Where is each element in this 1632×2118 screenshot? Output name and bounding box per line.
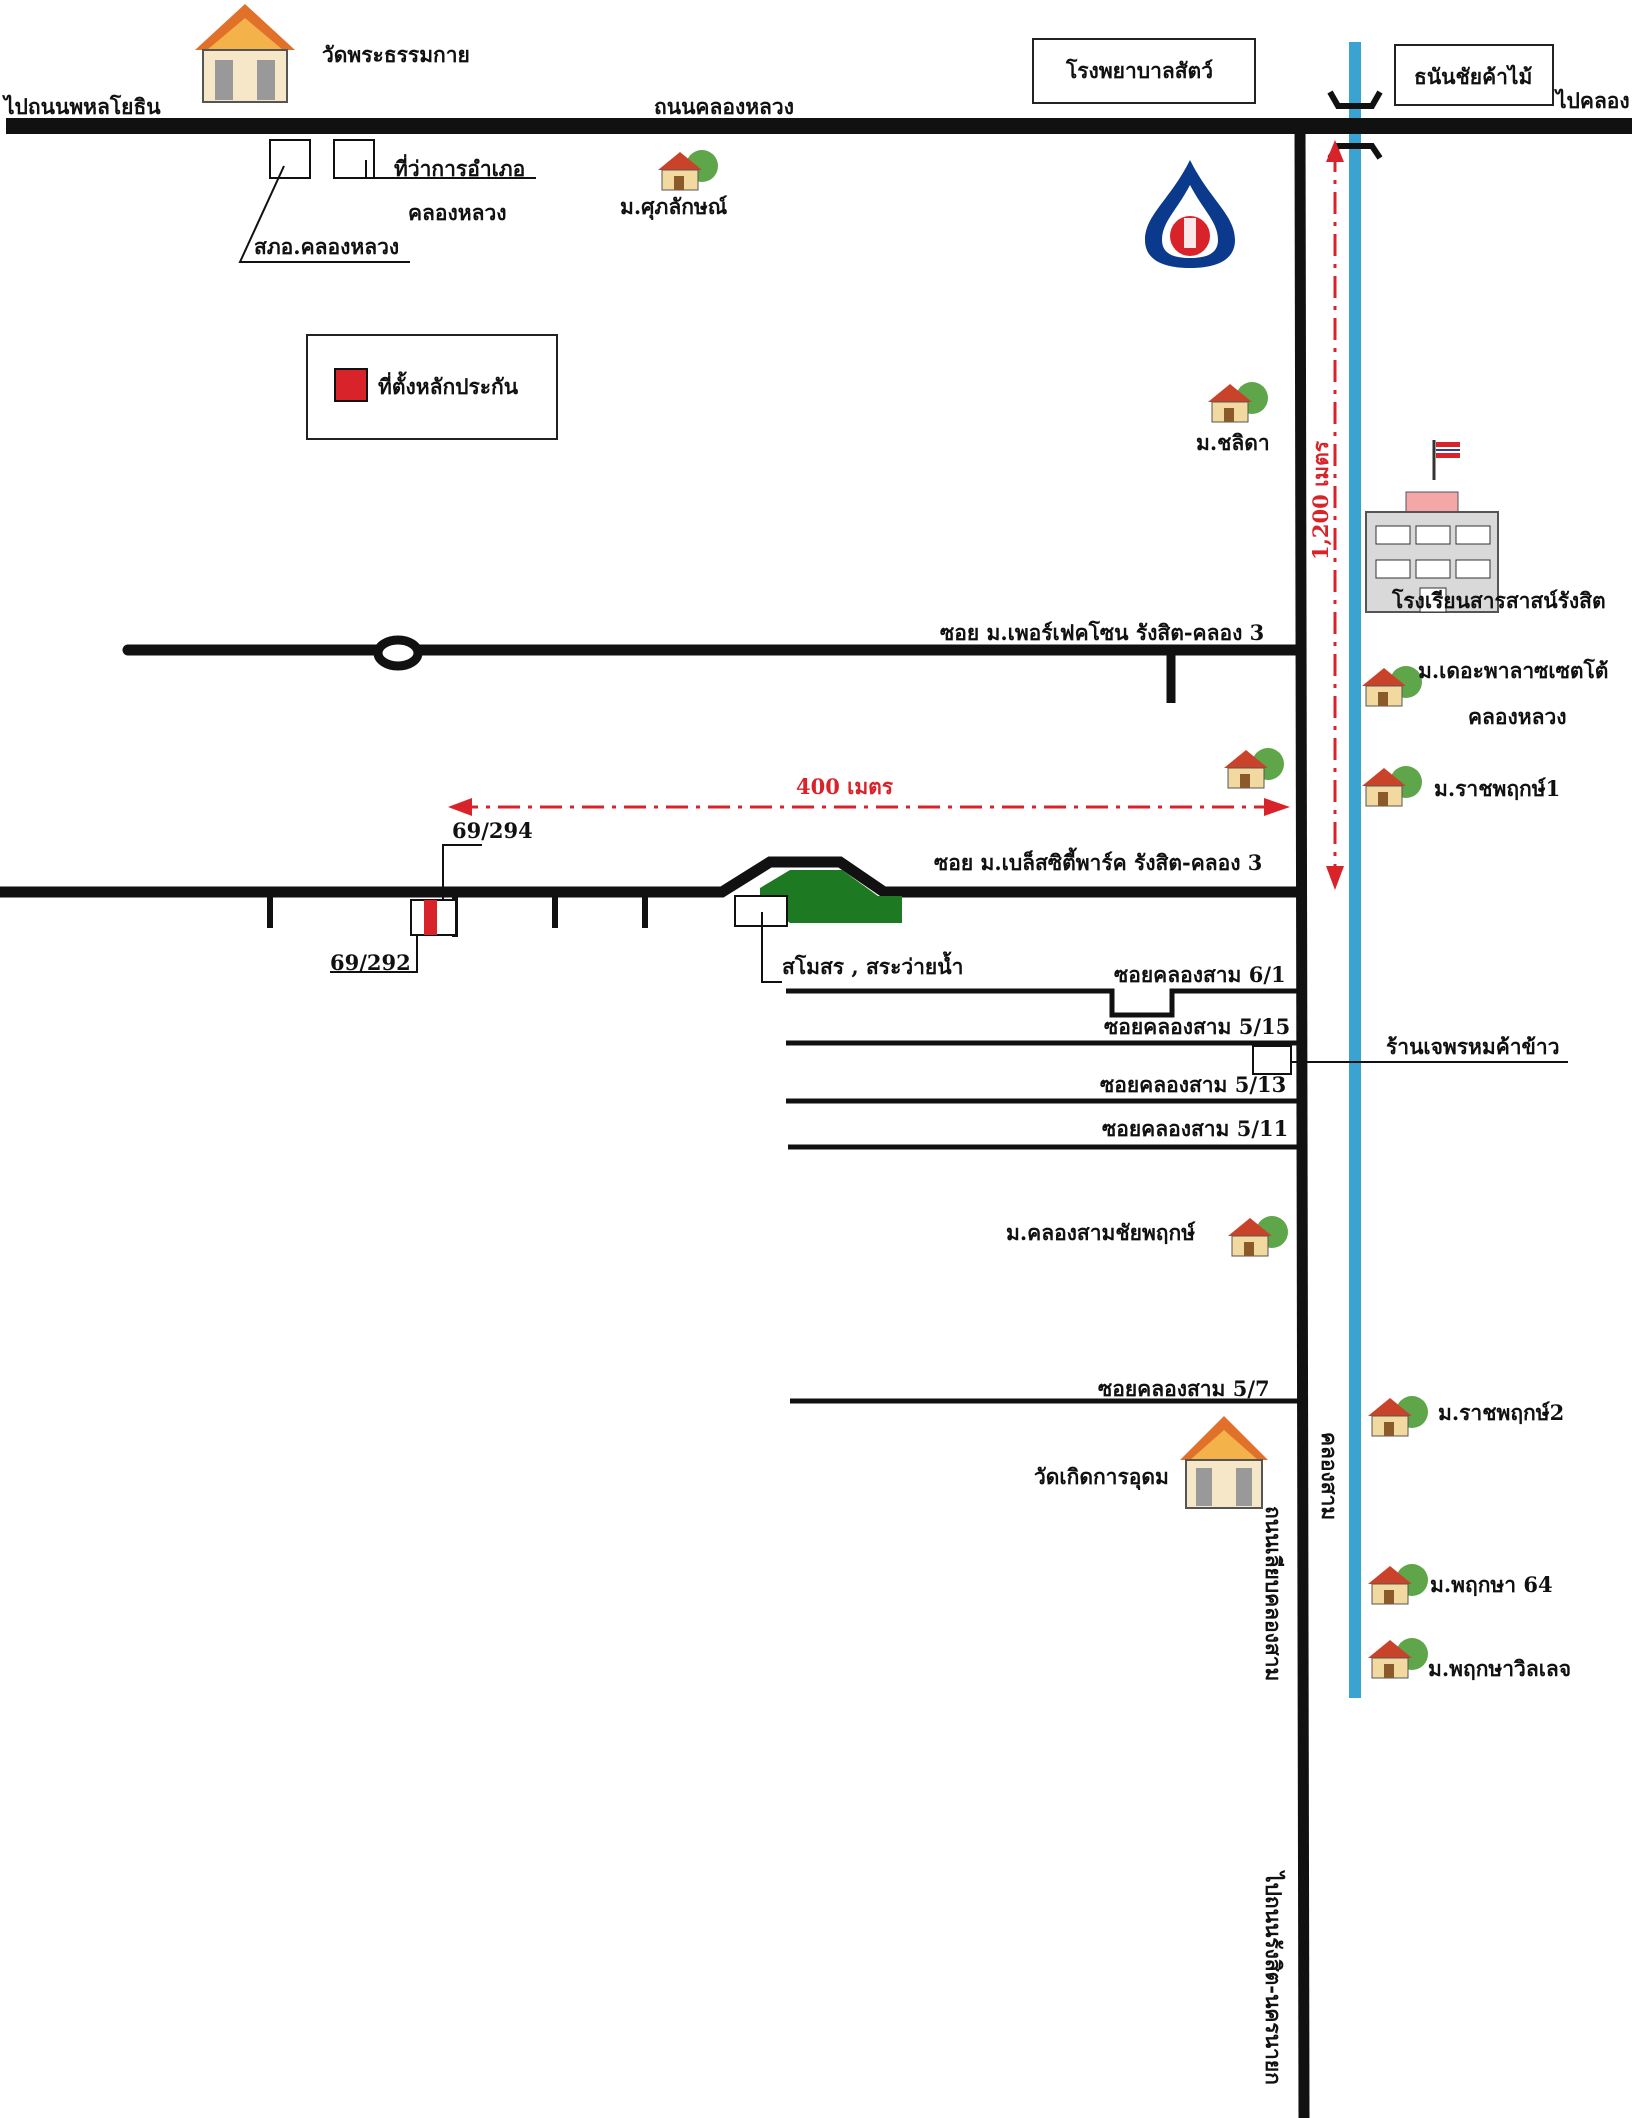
soi-khlongsam-5-15-label: ซอยคลองสาม 5/15 (1104, 1014, 1291, 1039)
clubhouse-label: สโมสร , สระว่ายน้ำ (782, 954, 964, 979)
house-icon-phruksa-villet (1368, 1638, 1428, 1679)
police-label: สภอ.คลองหลวง (254, 234, 400, 259)
house-icon-palazzo (1362, 666, 1422, 707)
police-station-marker (269, 139, 311, 179)
road-liap-khlong-sam (1294, 125, 1310, 2118)
school-icon (1365, 440, 1499, 613)
dir-khlong: ไปคลอง (1556, 88, 1630, 113)
rice-shop-label: ร้านเจพรหมค้าข้าว (1386, 1034, 1560, 1059)
soi-khlongsam-6-1-label: ซอยคลองสาม 6/1 (1114, 962, 1286, 987)
plot-label-69-292: 69/292 (330, 950, 411, 975)
plot-leader-292 (330, 935, 418, 973)
village-palazzo-label-1: ม.เดอะพาลาซเซตโต้ (1418, 658, 1609, 683)
plot-leader-294 (442, 844, 482, 900)
house-icon-chalida (1208, 382, 1268, 423)
legend-swatch (334, 368, 368, 402)
temple-south-label: วัดเกิดการอุดม (1034, 1464, 1169, 1489)
distance-1200-arrow-down (1326, 866, 1344, 890)
road-south-label: ไปถนนรังสิต-นครนายก (1261, 1872, 1286, 2085)
distance-1200-label: 1,200 เมตร (1308, 440, 1333, 560)
school-label: โรงเรียนสารสาสน์รังสิต (1392, 588, 1606, 613)
soi-khlongsam-5-11-label: ซอยคลองสาม 5/11 (1102, 1116, 1289, 1141)
roundabout (373, 635, 423, 671)
village-palazzo-label-2: คลองหลวง (1468, 704, 1567, 729)
house-icon-suppalak (658, 150, 718, 191)
soi-bless-city (0, 856, 1300, 898)
distance-400-label: 400 เมตร (796, 774, 894, 799)
soi-khlongsam-5-13-label: ซอยคลองสาม 5/13 (1100, 1072, 1287, 1097)
fuel-station-icon (1145, 160, 1235, 268)
district-office-marker (333, 139, 375, 179)
village-phruksa64-label: ม.พฤกษา 64 (1430, 1572, 1553, 1597)
soi-khlongsam-6-1 (786, 988, 1298, 1018)
collateral-location (424, 900, 437, 935)
village-chalida-label: ม.ชลิดา (1196, 430, 1270, 455)
house-icon-near-400 (1224, 748, 1284, 789)
temple-south-icon (1180, 1416, 1268, 1509)
village-chaiphruek-label: ม.คลองสามชัยพฤกษ์ (1006, 1220, 1196, 1245)
animal-hospital-label: โรงพยาบาลสัตว์ (1066, 58, 1213, 83)
house-icon-ratchaphruek2 (1368, 1396, 1428, 1437)
district-office-label-1: ที่ว่าการอำเภอ (394, 156, 526, 181)
soi-khlongsam-5-7-label: ซอยคลองสาม 5/7 (1098, 1376, 1270, 1401)
distance-1200-arrow-up (1326, 140, 1344, 162)
plot-label-69-294: 69/294 (452, 818, 533, 843)
canal-khlongsam (1349, 42, 1361, 1698)
animal-hospital-box (1032, 38, 1256, 104)
house-icon-chaiphruek (1228, 1216, 1288, 1257)
police-leader (238, 165, 410, 263)
village-phruksa-villet-label: ม.พฤกษาวิลเลจ (1428, 1656, 1572, 1681)
temple-icon (195, 4, 295, 103)
rice-shop-building (1252, 1045, 1292, 1075)
bank-label: ธนันชัยค้าไม้ (1414, 64, 1533, 89)
canal-label: คลองสาม (1317, 1432, 1342, 1521)
road-north-label: ถนนเลียบคลองสาม (1261, 1506, 1286, 1682)
house-icon-ratchaphruek1 (1362, 766, 1422, 807)
soi-perfect-zone-label: ซอย ม.เพอร์เฟคโซน รังสิต-คลอง 3 (940, 620, 1265, 645)
soi-bless-city-label: ซอย ม.เบล็สซิตี้พาร์ค รังสิต-คลอง 3 (934, 850, 1263, 875)
clubhouse-leader (761, 912, 782, 983)
bridge-mark-top (1327, 90, 1383, 109)
legend-label: ที่ตั้งหลักประกัน (378, 374, 519, 399)
village-suppalak-label: ม.ศุภลักษณ์ (620, 194, 728, 219)
bank-box (1394, 44, 1554, 106)
distance-400-arrow-right (1264, 798, 1290, 816)
district-leader (365, 160, 536, 179)
village-ratchaphruek2-label: ม.ราชพฤกษ์2 (1438, 1400, 1565, 1425)
road-name-khlong-luang: ถนนคลองหลวง (654, 94, 794, 119)
distance-400-arrow-left (448, 798, 472, 816)
house-icon-phruksa64 (1368, 1564, 1428, 1605)
dir-phahonyothin: ไปถนนพหลโยธิน (4, 94, 161, 119)
village-ratchaphruek1-label: ม.ราชพฤกษ์1 (1434, 776, 1561, 801)
park-area (760, 870, 902, 923)
temple-label: วัดพระธรรมกาย (322, 42, 470, 67)
district-office-label-2: คลองหลวง (408, 200, 507, 225)
